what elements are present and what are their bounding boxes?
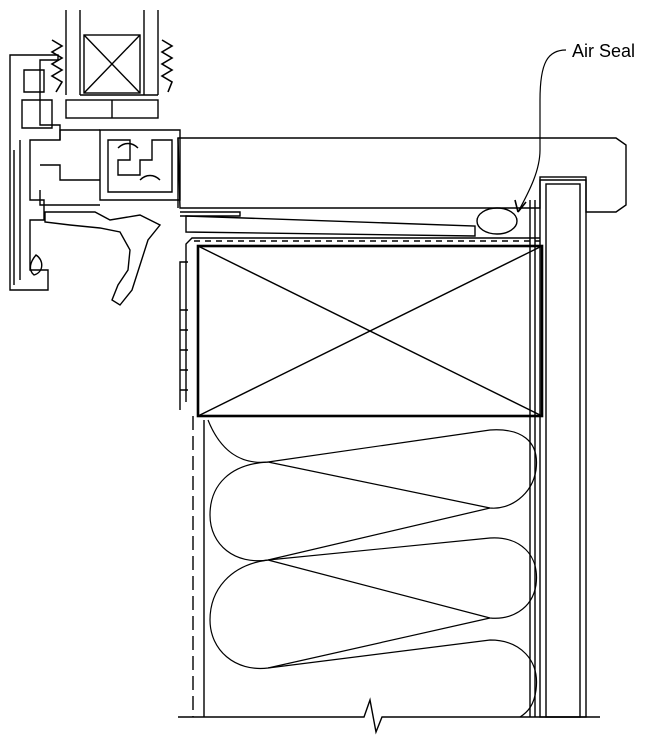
wall-stud <box>529 176 587 718</box>
break-line <box>178 697 600 735</box>
interior-sill-board <box>177 137 627 213</box>
shim-wedge <box>185 215 476 237</box>
air-seal-label: Air Seal <box>572 41 635 61</box>
wood-buck-block <box>196 244 544 418</box>
air-seal-backer-rod <box>476 207 518 235</box>
air-seal-arrowhead <box>514 199 527 213</box>
batt-insulation <box>207 419 538 718</box>
air-seal-leader <box>517 49 567 213</box>
window-frame <box>9 10 241 306</box>
flashing-membrane <box>179 237 540 717</box>
glass-spacer-block <box>83 34 141 94</box>
